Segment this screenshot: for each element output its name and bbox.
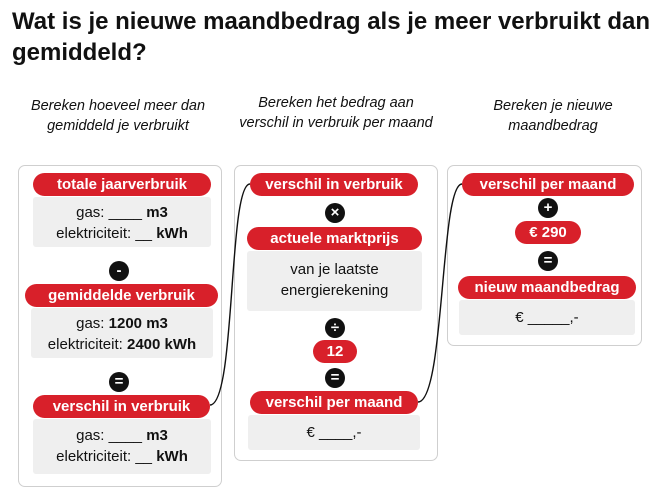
pill-verschil-in-verbruik-2: verschil in verbruik	[250, 173, 418, 196]
pill-divisor-12: 12	[313, 340, 357, 363]
box-verschil-per-maand: € ____,-	[248, 415, 420, 450]
pill-verschil-per-maand-3: verschil per maand	[462, 173, 634, 196]
column-3-heading: Bereken je nieuwe maandbedrag	[493, 98, 613, 134]
pill-actuele-marktprijs: actuele marktprijs	[247, 227, 422, 250]
gas-value: 1200 m3	[108, 315, 168, 332]
box-verschil-in-verbruik: gas: ____ m3 elektriciteit: __ kWh	[33, 419, 211, 474]
gas-unit: m3	[146, 427, 168, 444]
gas-label: gas:	[76, 315, 109, 332]
box-gemiddelde-verbruik: gas: 1200 m3 elektriciteit: 2400 kWh	[31, 308, 213, 358]
divide-operator-icon: ÷	[325, 318, 345, 338]
marktprijs-line-2: energierekening	[280, 282, 389, 299]
equals-operator-icon-2: =	[325, 368, 345, 388]
box-actuele-marktprijs: van je laatste energierekening	[247, 251, 422, 311]
pill-totale-jaarverbruik: totale jaarverbruik	[33, 173, 211, 196]
gas-unit: m3	[146, 204, 168, 221]
column-2-heading: Bereken het bedrag aan verschil in verbr…	[239, 95, 433, 131]
gas-line: gas: 1200 m3	[31, 313, 213, 334]
page-title: Wat is je nieuwe maandbedrag als je meer…	[12, 8, 650, 66]
elec-label: elektriciteit: __	[56, 448, 157, 465]
elec-line: elektriciteit: __ kWh	[33, 223, 211, 244]
equals-operator-icon-3: =	[538, 251, 558, 271]
pill-amount-290: € 290	[515, 221, 581, 244]
box-nieuw-maandbedrag: € _____,-	[459, 300, 635, 335]
gas-line: gas: ____ m3	[33, 425, 211, 446]
times-operator-icon: ×	[325, 203, 345, 223]
elec-value: 2400 kWh	[127, 336, 197, 353]
equals-operator-icon: =	[109, 372, 129, 392]
pill-nieuw-maandbedrag: nieuw maandbedrag	[458, 276, 636, 299]
elec-line: elektriciteit: __ kWh	[33, 446, 211, 467]
plus-operator-icon: +	[538, 198, 558, 218]
minus-operator-icon: -	[109, 261, 129, 281]
pill-verschil-in-verbruik: verschil in verbruik	[33, 395, 210, 418]
elec-label: elektriciteit: __	[56, 225, 157, 242]
gas-label: gas: ____	[76, 204, 147, 221]
elec-label: elektriciteit:	[47, 336, 127, 353]
elec-unit: kWh	[156, 448, 188, 465]
box-totale-jaarverbruik: gas: ____ m3 elektriciteit: __ kWh	[33, 197, 211, 247]
marktprijs-line-1: van je laatste	[290, 261, 379, 278]
pill-verschil-per-maand: verschil per maand	[250, 391, 418, 414]
pill-gemiddelde-verbruik: gemiddelde verbruik	[25, 284, 218, 307]
column-1-heading: Bereken hoeveel meer dan gemiddeld je ve…	[30, 98, 206, 134]
elec-unit: kWh	[156, 225, 188, 242]
elec-line: elektriciteit: 2400 kWh	[31, 334, 213, 355]
gas-label: gas: ____	[76, 427, 147, 444]
gas-line: gas: ____ m3	[33, 202, 211, 223]
